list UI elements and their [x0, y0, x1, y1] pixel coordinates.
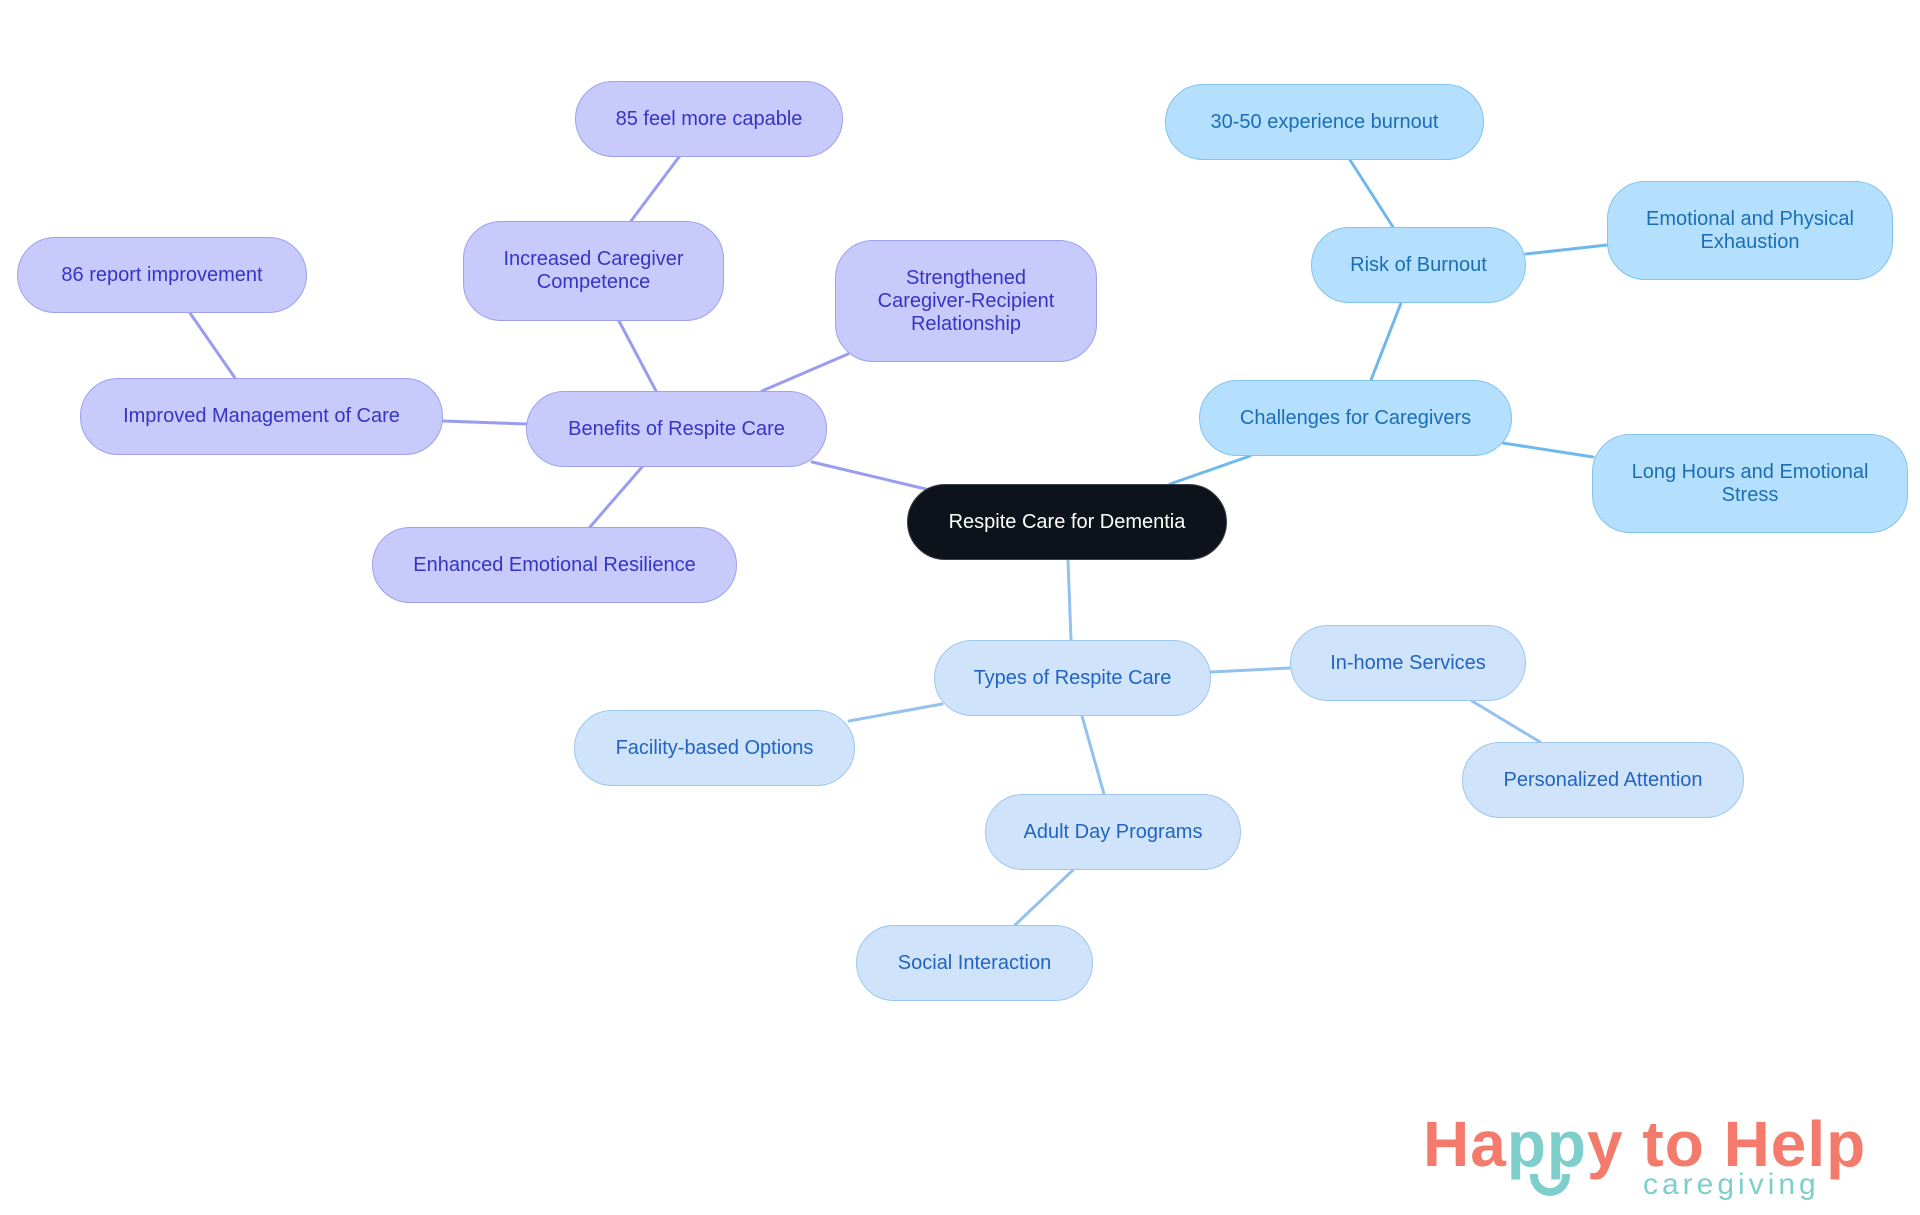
- node-label-line1: Long Hours and Emotional: [1631, 460, 1869, 483]
- node-increased-caregiver-competence[interactable]: Increased Caregiver Competence: [463, 221, 724, 321]
- node-enhanced-emotional-resilience[interactable]: Enhanced Emotional Resilience: [372, 527, 737, 603]
- logo-text-part3: y to Help: [1587, 1108, 1867, 1180]
- node-label: Improved Management of Care: [123, 405, 400, 427]
- edge-types-inhome: [1209, 666, 1292, 674]
- edge-benefits-increased: [617, 319, 658, 393]
- node-label-line2: Stress: [1721, 483, 1779, 506]
- node-in-home-services[interactable]: In-home Services: [1290, 625, 1526, 701]
- edge-benefits-improved: [441, 419, 528, 426]
- logo-tagline: caregiving: [1643, 1168, 1820, 1201]
- edge-challenges-burnout: [1369, 301, 1403, 382]
- node-improved-management-of-care[interactable]: Improved Management of Care: [80, 378, 443, 455]
- node-label: 85 feel more capable: [615, 107, 803, 130]
- edge-types-adult: [1080, 714, 1106, 796]
- edge-inhome-personalized: [1470, 699, 1542, 744]
- edge-increased-capable: [629, 155, 681, 223]
- happy-to-help-logo: Happy to Help caregiving: [1423, 1112, 1878, 1207]
- node-label: Social Interaction: [897, 951, 1052, 974]
- node-label-line2: Caregiver-Recipient: [877, 289, 1055, 312]
- smile-icon: [1530, 1174, 1570, 1196]
- edge-burnout-exhaustion: [1524, 243, 1609, 256]
- node-label: Facility-based Options: [615, 736, 814, 759]
- node-label-line1: Strengthened: [905, 266, 1027, 289]
- node-30-50-experience-burnout[interactable]: 30-50 experience burnout: [1165, 84, 1484, 160]
- node-emotional-and-physical-exhaustion[interactable]: Emotional and Physical Exhaustion: [1607, 181, 1893, 280]
- edge-burnout-stat: [1348, 158, 1395, 229]
- node-facility-based-options[interactable]: Facility-based Options: [574, 710, 855, 786]
- logo-wordmark: Happy to Help: [1423, 1112, 1866, 1176]
- logo-text-part2: pp: [1506, 1108, 1587, 1180]
- node-social-interaction[interactable]: Social Interaction: [856, 925, 1093, 1001]
- root-node[interactable]: Respite Care for Dementia: [907, 484, 1227, 560]
- node-label: Challenges for Caregivers: [1239, 406, 1472, 429]
- node-long-hours-and-emotional-stress[interactable]: Long Hours and Emotional Stress: [1592, 434, 1908, 533]
- node-label: In-home Services: [1330, 651, 1486, 674]
- node-label-line2: Exhaustion: [1700, 230, 1800, 253]
- node-label: Enhanced Emotional Resilience: [413, 553, 696, 576]
- edge-adult-social: [1013, 868, 1075, 927]
- edge-types-facility: [847, 702, 944, 723]
- node-label: Benefits of Respite Care: [568, 417, 785, 440]
- edge-root-benefits: [810, 460, 932, 492]
- node-label: Personalized Attention: [1503, 768, 1703, 791]
- edge-benefits-enhanced: [588, 465, 644, 529]
- node-86-report-improvement[interactable]: 86 report improvement: [17, 237, 307, 313]
- node-risk-of-burnout[interactable]: Risk of Burnout: [1311, 227, 1526, 303]
- edge-root-types: [1066, 558, 1073, 642]
- node-label-line2: Competence: [536, 271, 651, 293]
- node-label: 86 report improvement: [61, 263, 263, 286]
- node-adult-day-programs[interactable]: Adult Day Programs: [985, 794, 1241, 870]
- node-85-feel-more-capable[interactable]: 85 feel more capable: [575, 81, 843, 157]
- node-label: Adult Day Programs: [1023, 820, 1203, 843]
- node-challenges-for-caregivers[interactable]: Challenges for Caregivers: [1199, 380, 1512, 456]
- edge-challenges-longhours: [1501, 441, 1595, 459]
- node-label: Types of Respite Care: [973, 666, 1172, 689]
- root-node-label: Respite Care for Dementia: [948, 510, 1186, 533]
- node-types-of-respite-care[interactable]: Types of Respite Care: [934, 640, 1211, 716]
- node-label-line3: Relationship: [910, 312, 1022, 335]
- edge-benefits-strengthened: [760, 352, 850, 393]
- node-strengthened-relationship[interactable]: Strengthened Caregiver-Recipient Relatio…: [835, 240, 1097, 362]
- node-label: Risk of Burnout: [1350, 253, 1487, 276]
- node-personalized-attention[interactable]: Personalized Attention: [1462, 742, 1744, 818]
- node-benefits-of-respite-care[interactable]: Benefits of Respite Care: [526, 391, 827, 467]
- node-label: 30-50 experience burnout: [1210, 110, 1439, 133]
- edge-improved-report: [188, 311, 237, 380]
- node-label-line1: Emotional and Physical: [1646, 207, 1854, 230]
- logo-text-part1: Ha: [1423, 1108, 1507, 1180]
- node-label-line1: Increased Caregiver: [503, 248, 684, 270]
- edge-root-challenges: [1168, 454, 1252, 486]
